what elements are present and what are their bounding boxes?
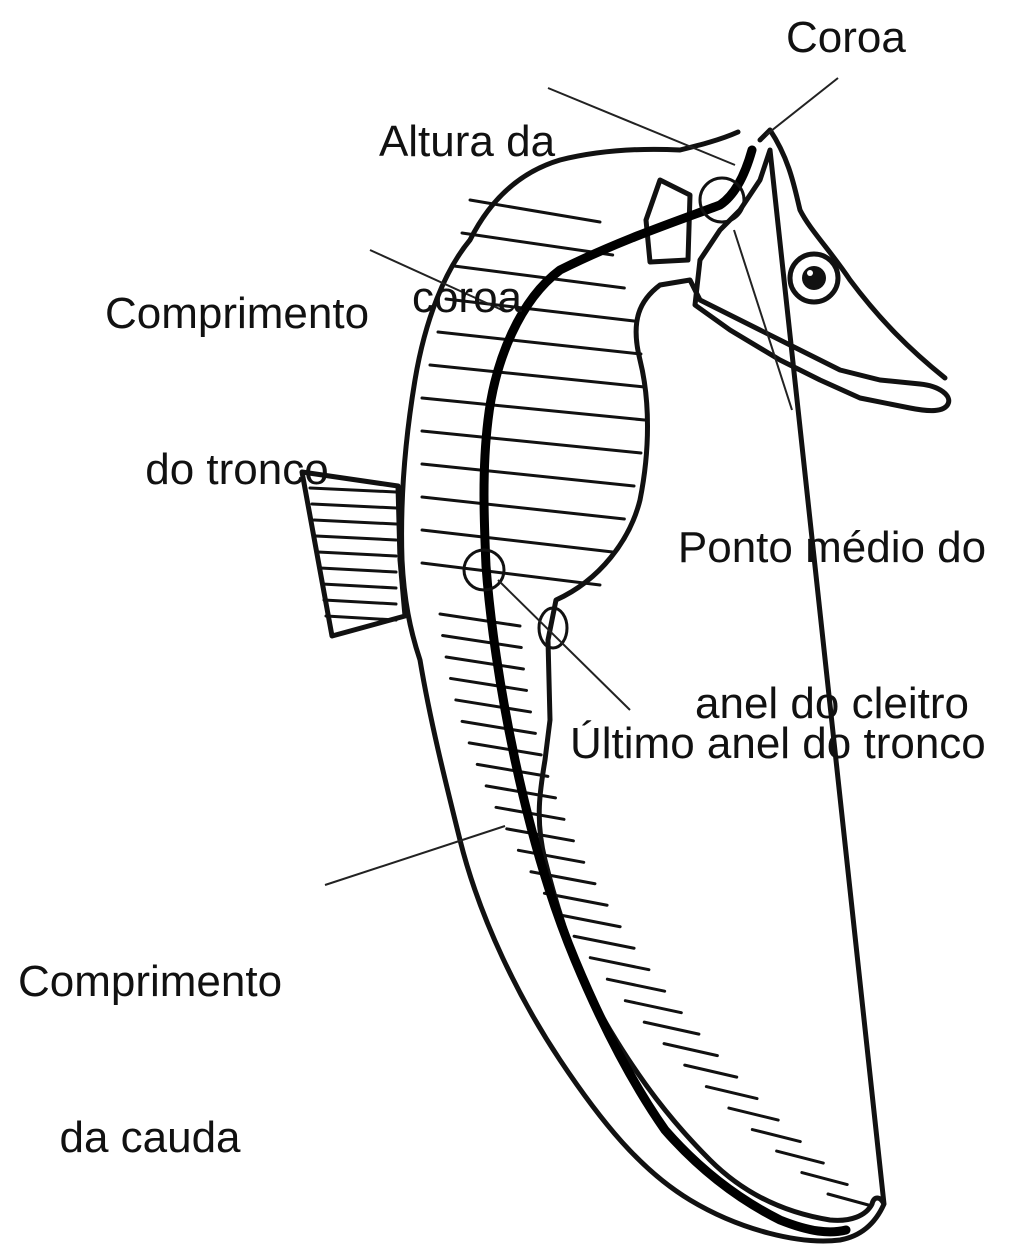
fin-ray-line bbox=[326, 616, 396, 620]
label-trunk-length-line1: Comprimento bbox=[92, 288, 382, 340]
tail-ring-line bbox=[469, 743, 541, 755]
tail-ring-line bbox=[802, 1173, 847, 1185]
head-outline bbox=[760, 130, 945, 378]
tail-ring-line bbox=[590, 958, 649, 970]
trunk-ring-line bbox=[422, 464, 634, 486]
leader-tail-length bbox=[325, 826, 505, 885]
label-tail-length-line2: da cauda bbox=[4, 1112, 296, 1164]
tail-ring-line bbox=[607, 979, 664, 991]
trunk-ring-line bbox=[422, 398, 645, 420]
tail-ring-line bbox=[777, 1151, 824, 1163]
tail-ring-line bbox=[443, 635, 522, 647]
tail-ring-line bbox=[462, 721, 535, 733]
label-crown-height: Altura da coroa bbox=[362, 12, 572, 376]
fin-ray-line bbox=[322, 584, 396, 588]
trunk-ring-line bbox=[422, 563, 600, 585]
trunk-ring-line bbox=[422, 530, 613, 552]
fin-ray-line bbox=[324, 600, 396, 604]
label-tail-length-line1: Comprimento bbox=[4, 956, 296, 1008]
tail-ring-line bbox=[451, 678, 527, 690]
label-trunk-length-line2: do tronco bbox=[92, 444, 382, 496]
label-crown-height-line2: coroa bbox=[362, 272, 572, 324]
label-tail-length: Comprimento da cauda bbox=[4, 852, 296, 1216]
fin-ray-line bbox=[320, 568, 396, 572]
eye bbox=[790, 254, 838, 302]
tail-ring-line bbox=[446, 657, 523, 669]
label-cleithral-line1: Ponto médio do bbox=[662, 522, 1002, 574]
leader-crown bbox=[766, 78, 838, 135]
label-crown-height-line1: Altura da bbox=[362, 116, 572, 168]
leader-crown-height bbox=[548, 88, 735, 165]
tail-ring-line bbox=[456, 700, 531, 712]
tail-ring-line bbox=[559, 915, 620, 927]
tail-ring-line bbox=[644, 1022, 699, 1034]
label-trunk-length: Comprimento do tronco bbox=[92, 184, 382, 548]
tail-ring-line bbox=[685, 1065, 737, 1077]
trunk-ring-line bbox=[422, 497, 624, 519]
fin-ray-line bbox=[318, 552, 396, 556]
label-crown: Coroa bbox=[786, 12, 906, 64]
tail-ring-line bbox=[664, 1044, 717, 1056]
tail-ring-line bbox=[706, 1087, 757, 1099]
tail-ring-line bbox=[729, 1108, 778, 1120]
tail-ring-line bbox=[574, 936, 634, 948]
label-last-trunk-ring: Último anel do tronco bbox=[570, 718, 986, 770]
tail-ring-line bbox=[440, 614, 520, 626]
tail-ring-line bbox=[828, 1194, 872, 1206]
trunk-ring-line bbox=[422, 431, 641, 453]
tail-ring-line bbox=[752, 1130, 800, 1142]
tail-ring-line bbox=[518, 850, 583, 862]
tail-ring-line bbox=[625, 1001, 681, 1013]
